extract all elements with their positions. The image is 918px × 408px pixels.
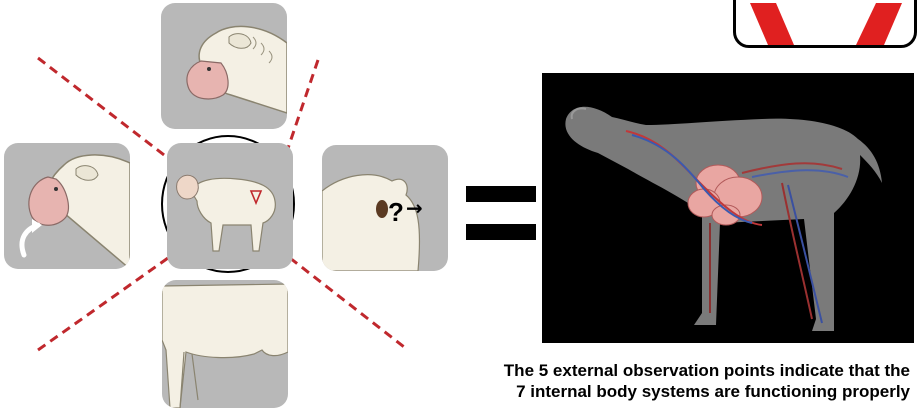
question-mark: ?: [388, 197, 404, 227]
sheep-head-posture-icon: [4, 143, 130, 269]
observation-tile-eye: ? →: [322, 145, 448, 271]
observation-tile-body: [167, 143, 293, 269]
sheep-head-icon: [161, 3, 287, 129]
logo-fragment: [733, 0, 917, 48]
equals-bar-bottom: [466, 224, 536, 240]
observation-tile-belly: [162, 280, 288, 408]
observation-tile-head: [161, 3, 287, 129]
equals-bar-top: [466, 186, 536, 202]
caption-line-2: 7 internal body systems are functioning …: [360, 381, 910, 402]
sheep-belly-icon: [162, 280, 288, 408]
sheep-full-body-icon: [167, 143, 293, 269]
observation-tile-posture: [4, 143, 130, 269]
sheep-internal-anatomy-icon: [542, 73, 914, 343]
sheep-eye-question-icon: ? →: [322, 145, 448, 271]
caption: The 5 external observation points indica…: [360, 360, 910, 402]
right-arrow-icon: →: [406, 196, 423, 220]
internal-systems-panel: [542, 73, 914, 343]
caption-line-1: The 5 external observation points indica…: [360, 360, 910, 381]
logo-icon: [736, 0, 914, 45]
